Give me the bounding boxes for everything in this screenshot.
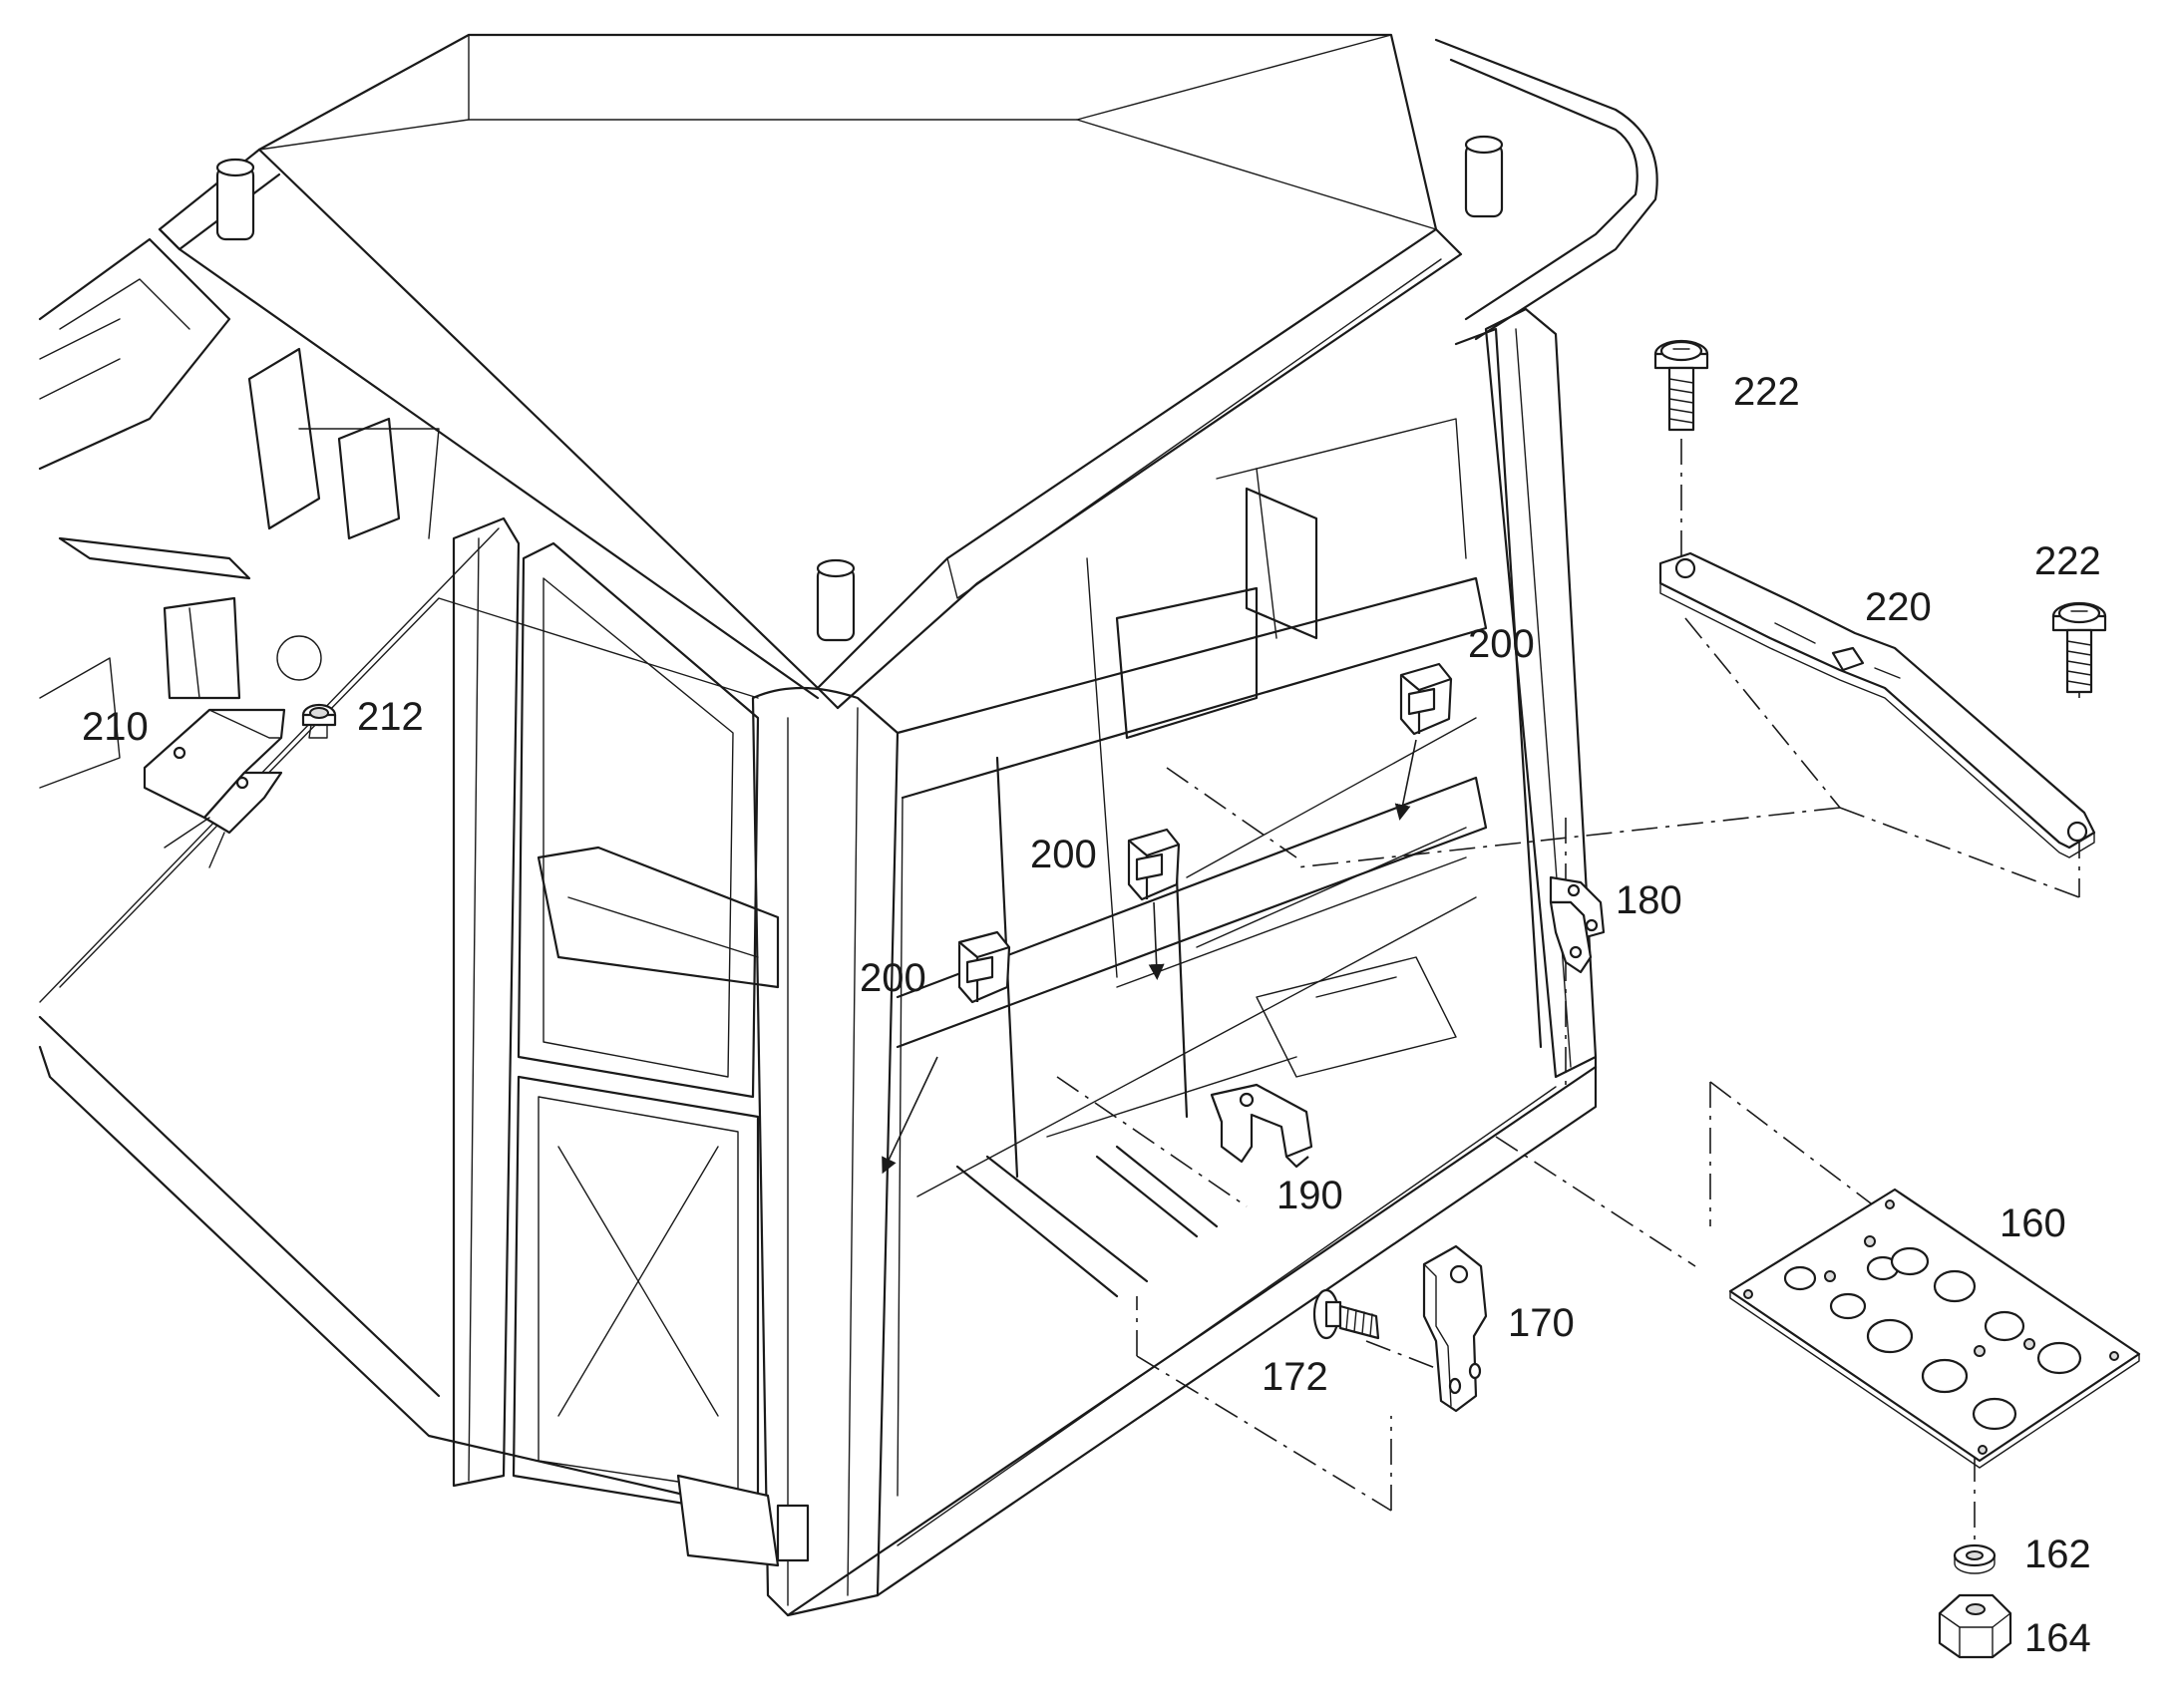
part-200-clip-center: [1127, 828, 1181, 980]
callout-160: 160: [1999, 1201, 2066, 1245]
callout-200-right: 200: [1468, 622, 1535, 666]
callout-222-upper: 222: [1733, 370, 1800, 414]
part-180-bracket: [1549, 875, 1606, 974]
part-170-plate: [1422, 1244, 1488, 1413]
callout-162: 162: [2024, 1533, 2091, 1576]
callout-170: 170: [1508, 1301, 1575, 1345]
part-222-bolt-lower: [2051, 601, 2107, 694]
callout-210: 210: [82, 705, 149, 749]
callout-164: 164: [2024, 1616, 2091, 1660]
callout-220: 220: [1865, 585, 1932, 629]
part-200-clip-left: [882, 930, 1011, 1175]
part-222-bolt-upper: [1653, 339, 1709, 432]
part-212-screw: [301, 703, 337, 739]
part-164-nut: [1938, 1593, 2012, 1659]
callout-200-left: 200: [860, 956, 926, 1000]
part-190-bracket: [1210, 1083, 1313, 1169]
part-162-washer: [1953, 1543, 1997, 1574]
callout-172: 172: [1262, 1355, 1328, 1399]
callout-labels: 222 222 220 210 212 200 200 200 180 190 …: [82, 370, 2101, 1660]
part-160-grommet-plate: [1728, 1188, 2141, 1469]
part-200-clip-right: [1394, 662, 1453, 821]
callout-190: 190: [1276, 1174, 1343, 1217]
callout-200-center: 200: [1030, 833, 1097, 876]
callout-222-right: 222: [2034, 539, 2101, 583]
part-220-mounting-bar: [1658, 551, 2096, 858]
part-210-bracket: [143, 708, 286, 868]
callout-212: 212: [357, 695, 424, 739]
cab-frame: [38, 33, 1658, 1617]
part-172-bolt: [1312, 1288, 1380, 1340]
callout-180: 180: [1616, 878, 1682, 922]
